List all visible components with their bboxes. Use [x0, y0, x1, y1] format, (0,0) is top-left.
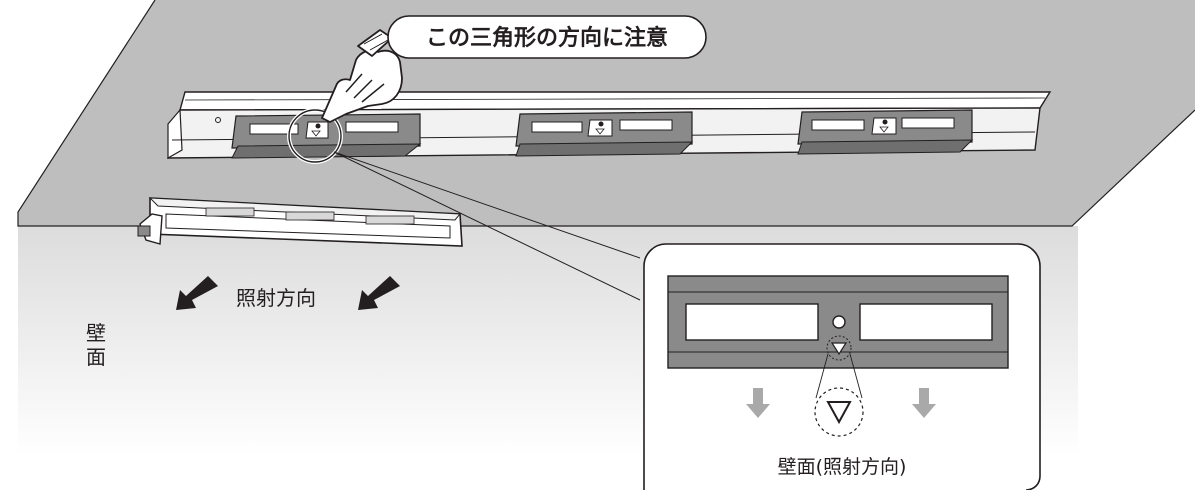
rail-bracket-1	[231, 113, 422, 159]
detail-caption: 壁面(照射方向)	[778, 456, 907, 478]
irradiation-label: 照射方向	[236, 286, 316, 310]
leader-line-bottom	[333, 151, 641, 301]
triangle-marker-icon	[826, 401, 852, 425]
ceiling-edge	[17, 0, 1195, 227]
pointing-hand-icon	[321, 29, 403, 123]
callout-bubble: この三角形の方向に注意	[387, 15, 707, 59]
ceiling-rail	[167, 91, 1052, 160]
triangle-marker-icon	[830, 342, 848, 356]
wall-label-line1: 壁	[86, 321, 106, 345]
callout-text: この三角形の方向に注意	[426, 25, 668, 51]
arrow-down-icon	[746, 388, 770, 418]
leader-line-top	[333, 151, 641, 259]
detail-box: 壁面(照射方向)	[643, 243, 1041, 490]
detail-marker-circle	[826, 335, 852, 361]
light-fixture	[137, 197, 463, 247]
rail-bracket-2	[515, 111, 694, 157]
arrow-down-icon	[912, 388, 936, 418]
wall-label-line2: 面	[86, 345, 106, 369]
arrow-down-left-icon	[176, 276, 218, 310]
rail-bracket-3	[797, 109, 974, 155]
arrow-down-left-icon	[358, 276, 400, 310]
